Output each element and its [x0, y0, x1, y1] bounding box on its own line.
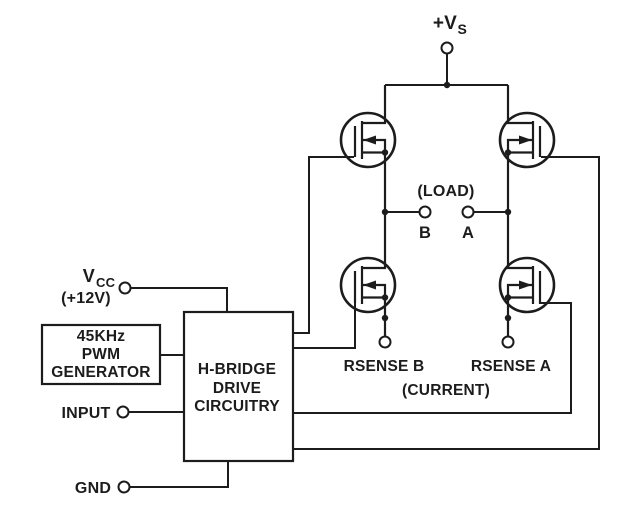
- sense-junction: [504, 314, 512, 322]
- load-terminal-a: [461, 205, 475, 219]
- wires: [128, 53, 600, 488]
- source-lead: [362, 296, 387, 337]
- drain-lead: [362, 212, 387, 270]
- body-arrow-icon: [519, 135, 532, 145]
- labels: +V S V CC (+12V) INPUT GND (LOAD) B A RS…: [61, 13, 551, 497]
- vs-label: +V: [433, 13, 457, 34]
- wire-gate-top-right: [293, 156, 600, 450]
- load-terminal-b: [418, 205, 432, 219]
- hbridge-box-label-line2: DRIVE: [213, 380, 261, 397]
- pwm-box-label-line1: 45KHz: [77, 328, 125, 345]
- mosfet-bottom-right: [498, 212, 556, 337]
- drain-lead: [506, 212, 533, 270]
- source-lead: [506, 296, 533, 337]
- wire-gate-bottom-left: [293, 302, 356, 349]
- body-arrow-icon: [519, 280, 532, 290]
- body-arrow-icon: [363, 135, 376, 145]
- body-source-junction: [381, 294, 389, 301]
- mosfet-top-right: [498, 85, 556, 212]
- terminals: [116, 41, 515, 494]
- pwm-box-outline: [40, 323, 162, 386]
- vcc-label: V: [83, 266, 95, 286]
- gnd-terminal: [117, 480, 131, 494]
- input-terminal: [116, 405, 130, 419]
- mosfet-circle: [498, 256, 556, 314]
- rsense-b-label: RSENSE B: [344, 358, 425, 375]
- load-a-label: A: [462, 224, 474, 242]
- wire-gate-top-left: [293, 156, 354, 334]
- vcc-label-subscript: CC: [96, 275, 116, 290]
- mosfet-circle: [498, 111, 556, 169]
- mosfet-circle: [339, 256, 397, 314]
- body-arrow-icon: [363, 280, 376, 290]
- vs-label-subscript: S: [458, 21, 468, 37]
- vcc-voltage-label: (+12V): [61, 290, 111, 307]
- load-label: (LOAD): [417, 183, 474, 200]
- sense-junction: [381, 314, 389, 322]
- pwm-box-label-line2: PWM: [82, 346, 120, 363]
- load-b-label: B: [419, 224, 431, 242]
- wire-gnd: [129, 461, 229, 488]
- gnd-label: GND: [75, 480, 111, 497]
- junction-dots: [381, 81, 512, 216]
- load-b-junction: [381, 208, 389, 216]
- mosfet-circle: [339, 111, 397, 169]
- hbridge-box-outline: [182, 310, 295, 463]
- rsense-a-terminal: [501, 335, 515, 349]
- rsense-a-label: RSENSE A: [471, 358, 551, 375]
- body-source-junction: [504, 149, 512, 156]
- rsense-b-terminal: [378, 335, 392, 349]
- wire-vcc: [130, 287, 228, 312]
- drain-lead: [362, 85, 387, 125]
- current-label: (CURRENT): [402, 382, 490, 399]
- mosfet-bottom-left: [339, 212, 397, 337]
- vs-terminal: [440, 41, 454, 55]
- hbridge-box-label-line3: CIRCUITRY: [194, 398, 280, 415]
- mosfet-top-left: [339, 85, 397, 212]
- pwm-generator-box: 45KHz PWM GENERATOR: [40, 323, 162, 386]
- hbridge-box-label-line1: H-BRIDGE: [198, 361, 276, 378]
- body-source-junction: [381, 149, 389, 156]
- wire-gate-bottom-right: [293, 302, 572, 414]
- vcc-terminal: [118, 281, 132, 295]
- drain-lead: [506, 85, 533, 125]
- pwm-box-label-line3: GENERATOR: [51, 364, 150, 381]
- load-a-junction: [504, 208, 512, 216]
- source-lead: [362, 151, 387, 212]
- input-label: INPUT: [62, 405, 111, 422]
- hbridge-drive-box: H-BRIDGE DRIVE CIRCUITRY: [182, 310, 295, 463]
- body-source-junction: [504, 294, 512, 301]
- vs-rail-junction: [443, 81, 451, 89]
